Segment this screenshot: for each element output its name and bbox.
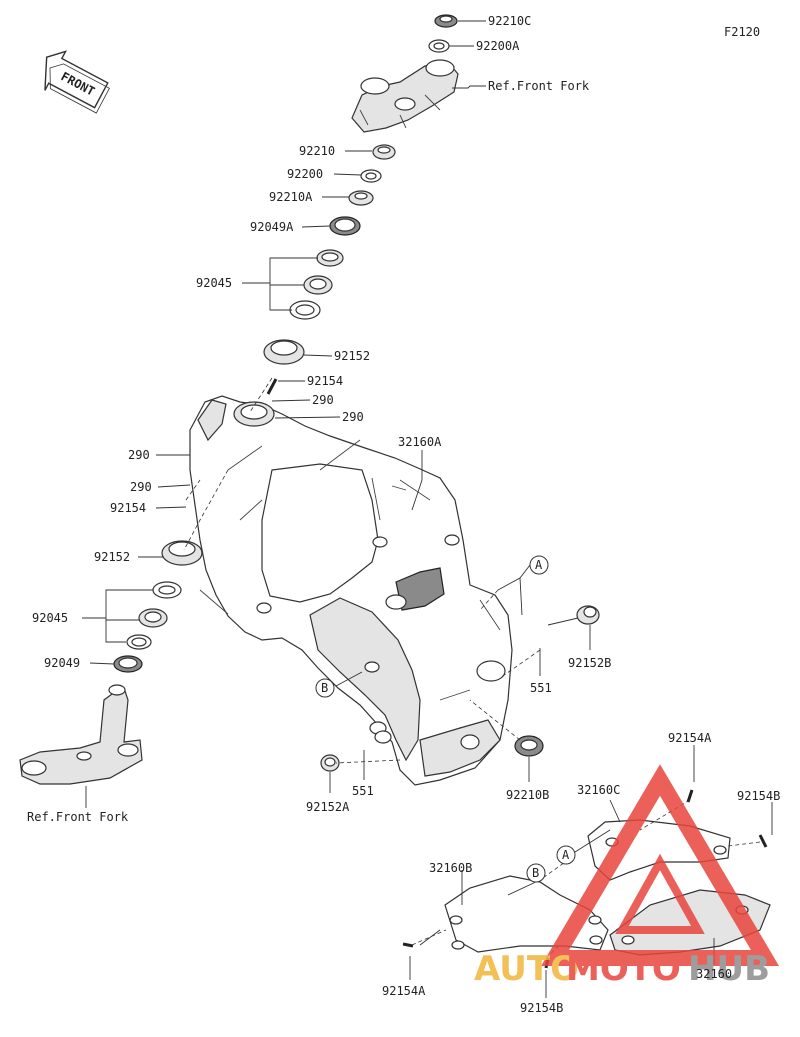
callout-92200a: 92200A: [476, 39, 520, 53]
callout-290-a: 290: [312, 393, 334, 407]
lower-clamp-right-bore: [117, 743, 139, 757]
callout-32160c: 32160C: [577, 783, 620, 797]
head-bracket: [197, 399, 227, 442]
callout-92152b: 92152B: [568, 656, 611, 670]
callout-92210b: 92210B: [506, 788, 549, 802]
callout-ref-front-fork-bottom: Ref.Front Fork: [27, 810, 129, 824]
nut-92210c-hole: [439, 15, 453, 23]
main-frame-32160a: [189, 395, 513, 786]
upper-clamp-left-bore: [360, 77, 390, 95]
lower-triple-clamp: [19, 687, 143, 785]
bolt-92154a-top: [686, 789, 694, 803]
engine-mount-bracket: [395, 567, 445, 611]
callout-92045-lower: 92045: [32, 611, 68, 625]
callout-32160: 32160: [696, 967, 732, 981]
callout-92210: 92210: [299, 144, 335, 158]
swingarm-pivot-area: [419, 719, 501, 777]
watermark-auto: AUTO: [474, 949, 579, 989]
bolt-92154a-left: [402, 942, 414, 948]
upper-clamp-right-bore: [425, 59, 455, 77]
callout-290-c: 290: [128, 448, 150, 462]
watermark-hub: HUB: [688, 949, 770, 989]
callout-92154-lower: 92154: [110, 501, 146, 515]
callout-551-right: 551: [530, 681, 552, 695]
callout-92210c: 92210C: [488, 14, 531, 28]
pivot-bushings: [320, 605, 600, 772]
callout-92049: 92049: [44, 656, 80, 670]
callout-ref-front-fork-top: Ref.Front Fork: [488, 79, 590, 93]
callout-551-left: 551: [352, 784, 374, 798]
lower-clamp-left-bore: [21, 760, 47, 776]
front-direction-arrow: FRONT: [44, 50, 110, 114]
callout-92210a: 92210A: [269, 190, 313, 204]
pivot-hole-right: [476, 660, 506, 682]
collar-551-left: [374, 730, 392, 744]
callout-92154-upper: 92154: [307, 374, 343, 388]
callout-labels: 92210C 92200A Ref.Front Fork 92210 92200…: [27, 14, 780, 1015]
callout-92045-upper: 92045: [196, 276, 232, 290]
ref-marker-a: A: [535, 558, 543, 572]
callout-92200: 92200: [287, 167, 323, 181]
frame-lower-rail: [309, 597, 421, 762]
callout-92154b-bottom: 92154B: [520, 1001, 563, 1015]
ref-marker-b-subframe: B: [532, 866, 539, 880]
callout-32160a: 32160A: [398, 435, 442, 449]
leader-lines: [82, 20, 773, 998]
watermark-moto: MOTO: [566, 949, 681, 989]
upper-clamp-stem-bore: [394, 97, 416, 111]
callout-32160b: 32160B: [429, 861, 472, 875]
steering-stack-lower: [19, 540, 203, 785]
callout-92049a: 92049A: [250, 220, 294, 234]
figure-code: F2120: [724, 25, 760, 39]
reference-markers: [315, 555, 576, 883]
callout-290-d: 290: [130, 480, 152, 494]
callout-290-b: 290: [342, 410, 364, 424]
bolt-92154b-right: [758, 834, 768, 848]
callout-92152a: 92152A: [306, 800, 350, 814]
callout-92152-upper: 92152: [334, 349, 370, 363]
automotohub-watermark: AUTO MOTO HUB: [474, 764, 780, 989]
callout-92154b-right: 92154B: [737, 789, 780, 803]
washer-92200a-hole: [433, 42, 445, 50]
callout-92154a-top: 92154A: [668, 731, 712, 745]
bolt-92154-upper: [266, 378, 278, 395]
ref-marker-a-subframe: A: [562, 848, 570, 862]
steering-stack-top: [263, 14, 459, 395]
frame-inner-opening: [261, 463, 379, 603]
ref-marker-b: B: [321, 681, 328, 695]
watermark-triangle-logo: [540, 764, 780, 966]
callout-92152-lower: 92152: [94, 550, 130, 564]
callout-92154a-bottom: 92154A: [382, 984, 426, 998]
